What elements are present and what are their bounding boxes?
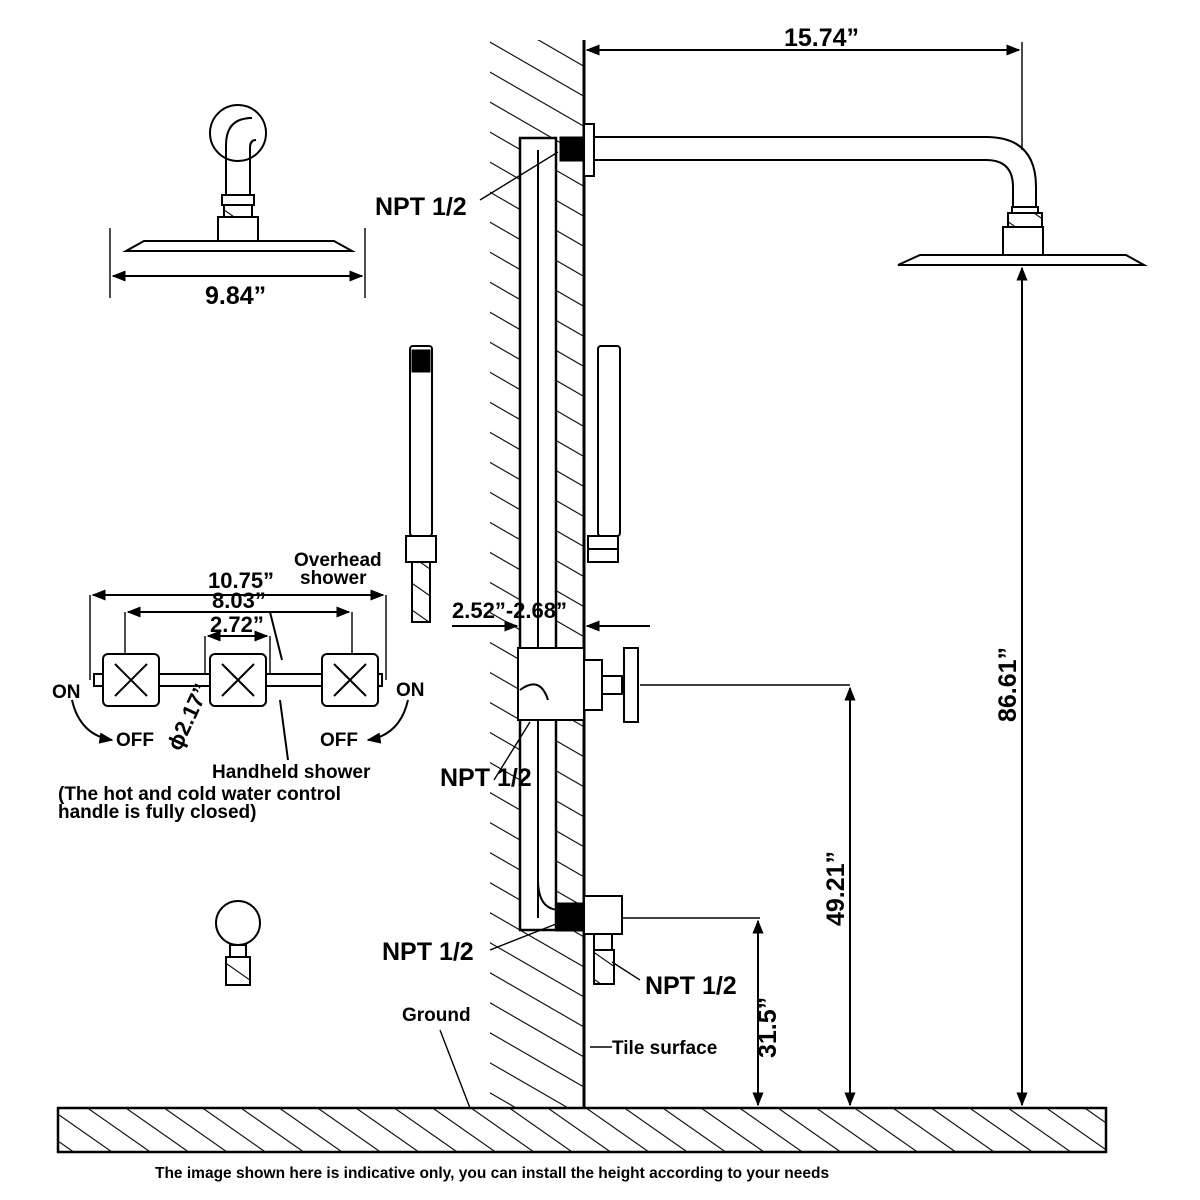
dimension-labels: 15.74” 9.84” 86.61” 49.21” 31.5” 10.75” … [162, 24, 1022, 1058]
handle-center [209, 653, 267, 707]
shower-head [897, 206, 1148, 266]
top-height-label: 86.61” [994, 647, 1022, 722]
off-right-label: OFF [320, 730, 358, 751]
npt-bottom-right-label: NPT 1/2 [645, 972, 737, 1000]
handle-span-label: 10.75” [208, 568, 274, 593]
head-diameter-label: 9.84” [205, 282, 266, 310]
note-line-1: (The hot and cold water control [58, 784, 341, 805]
ground-slab [56, 1106, 1108, 1154]
note-line-2: handle is fully closed) [58, 802, 257, 823]
footer-note: The image shown here is indicative only,… [155, 1165, 829, 1182]
overhead-label-2: shower [300, 568, 367, 589]
dimension-lines [439, 42, 1028, 1109]
npt-middle-label: NPT 1/2 [440, 764, 532, 792]
ground-label: Ground [402, 1005, 471, 1026]
tile-surface-label: Tile surface [612, 1038, 717, 1059]
wall-outlet-side [583, 895, 623, 985]
handle-diameter-label: ϕ2.17” [162, 680, 214, 754]
handle-front-view [71, 589, 409, 761]
wall-depth-label: 2.52”-2.68” [452, 598, 567, 623]
on-right-label: ON [396, 680, 425, 701]
handle-left [102, 653, 160, 707]
handheld-label: Handheld shower [212, 762, 371, 783]
callout-labels: NPT 1/2 NPT 1/2 NPT 1/2 NPT 1/2 Overhead… [52, 193, 737, 1059]
handheld-shower-front [405, 345, 437, 623]
valve-height-label: 49.21” [822, 851, 850, 926]
outer-centers-label: 8.03” [212, 588, 266, 613]
npt-bottom-left-label: NPT 1/2 [382, 938, 474, 966]
handheld-shower-side [587, 345, 621, 563]
arm-reach-label: 15.74” [784, 24, 859, 52]
shower-head-front [109, 104, 366, 298]
handle-right [321, 653, 379, 707]
on-left-label: ON [52, 682, 81, 703]
wall-section [490, 40, 586, 1108]
npt-top-label: NPT 1/2 [375, 193, 467, 221]
inner-centers-label: 2.72” [210, 612, 264, 637]
shower-arm [583, 123, 1037, 207]
overhead-label-1: Overhead [294, 550, 382, 571]
valve-body-side [517, 647, 639, 723]
outlet-height-label: 31.5” [754, 997, 782, 1058]
wall-outlet-front [215, 900, 261, 986]
off-left-label: OFF [116, 730, 154, 751]
